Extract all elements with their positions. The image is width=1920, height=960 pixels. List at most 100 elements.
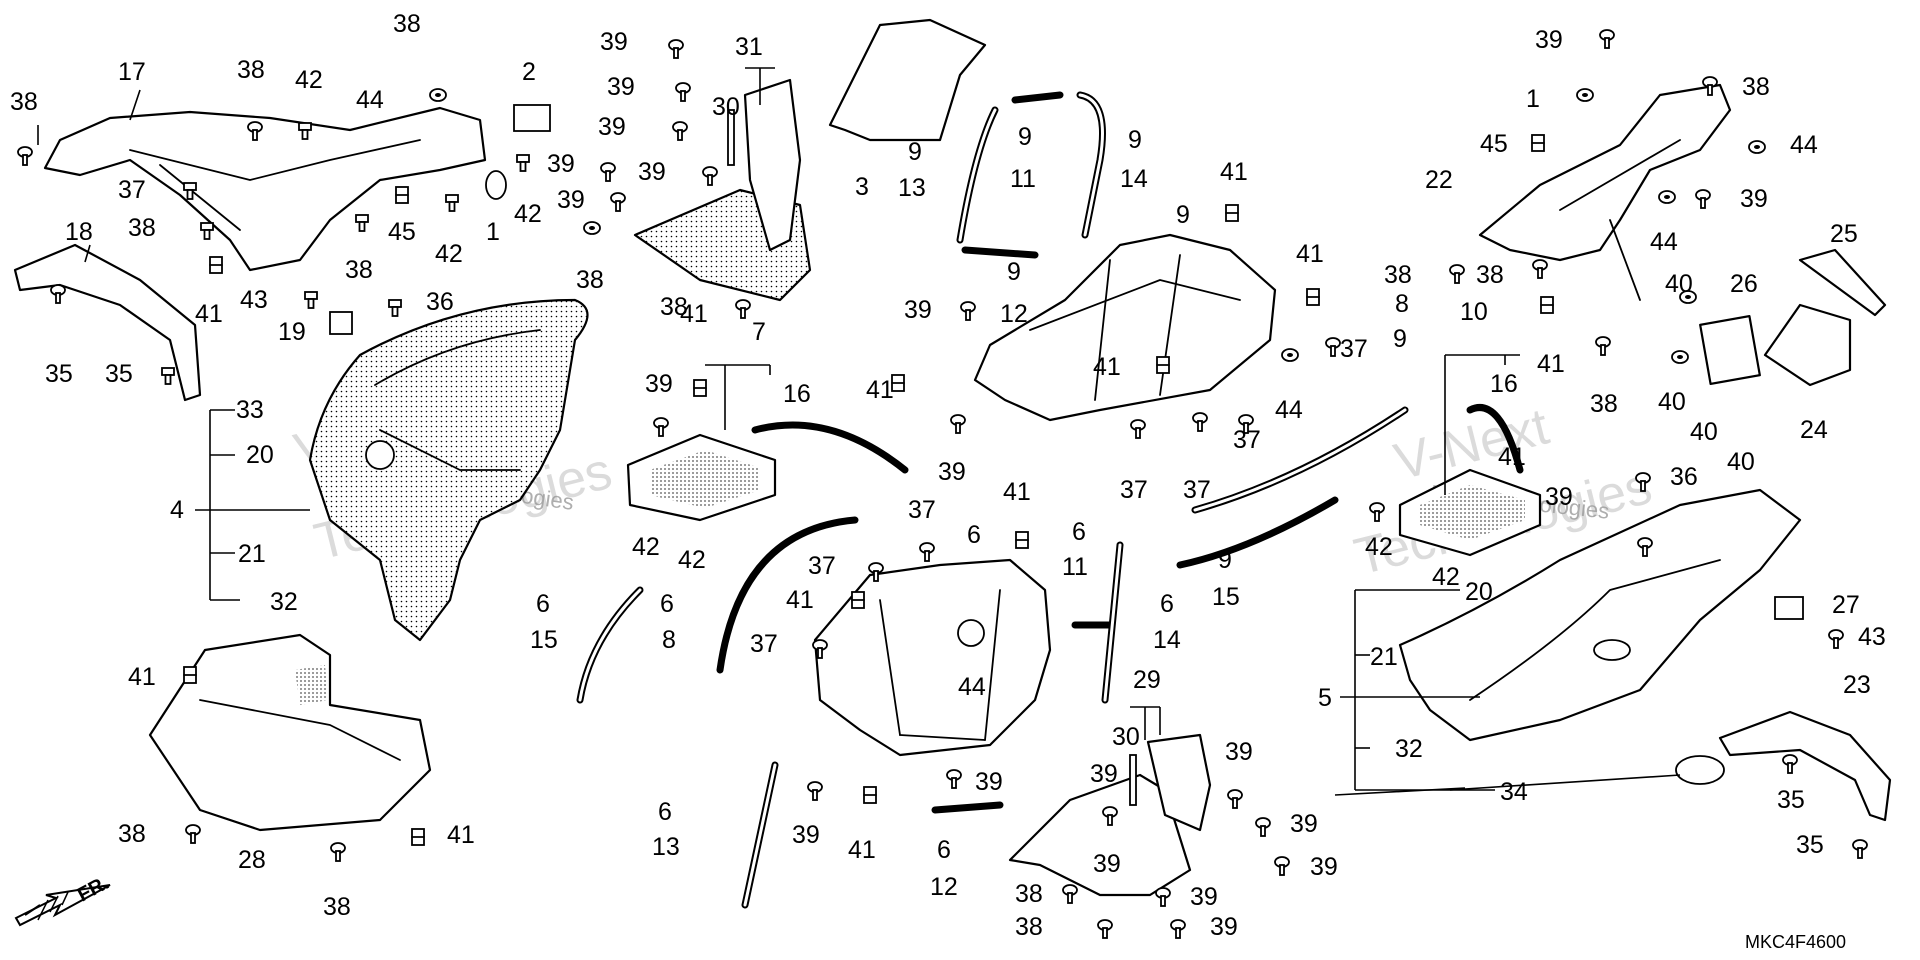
callout-45-a: 45 <box>388 218 416 246</box>
callout-21-a: 21 <box>238 540 266 568</box>
part-17-bracket <box>43 106 487 272</box>
callout-37-c: 37 <box>1120 476 1148 504</box>
callout-43-b: 43 <box>1858 623 1886 651</box>
part-9-13-seal <box>956 106 999 244</box>
callout-41-h: 41 <box>1003 478 1031 506</box>
callout-40-a: 40 <box>1665 270 1693 298</box>
direction-indicator: FR. <box>14 872 113 927</box>
parts <box>13 18 1892 909</box>
part-44-grommet <box>957 619 985 647</box>
callout-38-m: 38 <box>1384 261 1412 289</box>
callout-1-b: 1 <box>1526 85 1540 113</box>
callout-32-a: 32 <box>270 588 298 616</box>
callout-8-b: 8 <box>1395 290 1409 318</box>
callout-38-d: 38 <box>128 214 156 242</box>
part-34-grommet <box>1675 755 1725 785</box>
callout-6-f: 6 <box>658 798 672 826</box>
part-23-stay <box>1718 710 1892 822</box>
callout-35-c: 35 <box>1777 786 1805 814</box>
leader-lines <box>37 67 1681 796</box>
callout-38-g: 38 <box>660 293 688 321</box>
callout-38-i: 38 <box>1015 913 1043 941</box>
callout-5: 5 <box>1318 684 1332 712</box>
callout-39-f: 39 <box>557 186 585 214</box>
callout-36-a: 36 <box>426 288 454 316</box>
callout-27: 27 <box>1832 591 1860 619</box>
callout-38-k: 38 <box>323 893 351 921</box>
part-5-side-cowl <box>1398 488 1802 742</box>
callout-11-a: 11 <box>1010 165 1036 193</box>
callout-22: 22 <box>1425 166 1453 194</box>
callout-10: 10 <box>1460 298 1488 326</box>
callout-39-p: 39 <box>1190 883 1218 911</box>
callout-35-d: 35 <box>1796 831 1824 859</box>
callout-37-f: 37 <box>908 496 936 524</box>
callout-6-c: 6 <box>967 521 981 549</box>
callout-39-g: 39 <box>645 370 673 398</box>
callout-20-a: 20 <box>246 441 274 469</box>
callout-42-a: 42 <box>295 66 323 94</box>
callout-41-l: 41 <box>1498 443 1526 471</box>
part-26-clip <box>1699 315 1761 385</box>
callout-16-b: 16 <box>1490 370 1518 398</box>
callout-38-h: 38 <box>1015 880 1043 908</box>
callout-33: 33 <box>236 396 264 424</box>
callout-31: 31 <box>735 33 763 61</box>
callout-39-i: 39 <box>938 458 966 486</box>
callout-34: 34 <box>1500 778 1528 806</box>
callout-13-a: 13 <box>898 174 926 202</box>
callout-16-a: 16 <box>783 380 811 408</box>
callout-23: 23 <box>1843 671 1871 699</box>
callout-38-b: 38 <box>237 56 265 84</box>
callout-9-c: 9 <box>1128 126 1142 154</box>
part-30-strip <box>727 109 735 166</box>
part-1-grommet <box>485 170 507 200</box>
callout-37-d: 37 <box>1183 476 1211 504</box>
part-27-bracket <box>1774 596 1804 620</box>
callout-30-b: 30 <box>1112 723 1140 751</box>
callout-28: 28 <box>238 846 266 874</box>
callout-40-d: 40 <box>1727 448 1755 476</box>
arrow-down-left-icon <box>14 884 111 927</box>
callout-35-a: 35 <box>45 360 73 388</box>
callout-9-e: 9 <box>1176 201 1190 229</box>
callout-41-b: 41 <box>680 300 708 328</box>
part-18-stay <box>13 243 202 402</box>
callout-40-c: 40 <box>1690 418 1718 446</box>
callout-37-a: 37 <box>118 176 146 204</box>
callout-42-b: 42 <box>514 200 542 228</box>
callout-41-j: 41 <box>128 663 156 691</box>
part-19-nut <box>329 311 353 335</box>
callout-14-a: 14 <box>1120 165 1148 193</box>
callout-11-b: 11 <box>1062 553 1088 581</box>
callout-41-d: 41 <box>1296 240 1324 268</box>
callout-39-a: 39 <box>600 28 628 56</box>
part-9-inner-frame <box>973 233 1277 422</box>
callout-40-b: 40 <box>1658 388 1686 416</box>
part-4-front-cowl <box>308 298 589 642</box>
callout-37-e: 37 <box>1233 426 1261 454</box>
callout-41-a: 41 <box>195 300 223 328</box>
callout-37-b: 37 <box>1340 335 1368 363</box>
callout-2: 2 <box>522 58 536 86</box>
callouts: 38 17 38 38 42 2 44 42 1 37 38 45 42 38 … <box>10 10 1886 941</box>
callout-39-o: 39 <box>1310 853 1338 881</box>
callout-35-b: 35 <box>105 360 133 388</box>
part-22-bracket <box>1478 83 1732 262</box>
callout-44-b: 44 <box>1275 396 1303 424</box>
callout-44-d: 44 <box>1790 131 1818 159</box>
callout-21-b: 21 <box>1370 643 1398 671</box>
callout-25: 25 <box>1830 220 1858 248</box>
callout-24: 24 <box>1800 416 1828 444</box>
callout-41-c: 41 <box>1220 158 1248 186</box>
callout-36-b: 36 <box>1670 463 1698 491</box>
callout-39-m: 39 <box>1090 760 1118 788</box>
callout-4: 4 <box>170 496 184 524</box>
part-25-strip <box>1798 248 1887 317</box>
callout-3: 3 <box>855 173 869 201</box>
diagram-code: MKC4F4600 <box>1745 932 1846 952</box>
callout-26: 26 <box>1730 270 1758 298</box>
callout-42-g: 42 <box>1432 563 1460 591</box>
callout-32-b: 32 <box>1395 735 1423 763</box>
